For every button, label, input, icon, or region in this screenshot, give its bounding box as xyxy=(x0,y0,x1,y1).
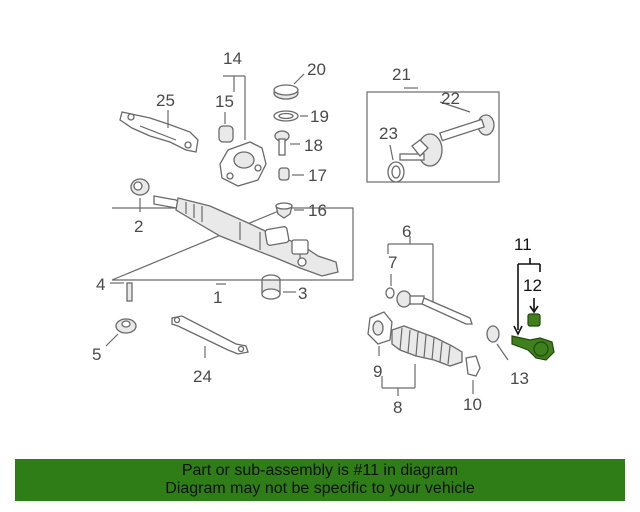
callout-5[interactable]: 5 xyxy=(92,345,101,364)
callout-4[interactable]: 4 xyxy=(96,275,105,294)
callout-11[interactable]: 11 xyxy=(514,235,532,254)
callout-1[interactable]: 1 xyxy=(213,288,222,307)
callout-24[interactable]: 24 xyxy=(193,367,212,386)
callout-13[interactable]: 13 xyxy=(510,369,529,388)
part-19-washer[interactable] xyxy=(273,110,299,122)
leader-11 xyxy=(517,258,541,330)
callout-15[interactable]: 15 xyxy=(215,92,234,111)
part-6-inner-tie-rod[interactable] xyxy=(396,290,473,325)
callout-12[interactable]: 12 xyxy=(523,276,542,295)
leader-22 xyxy=(439,101,471,113)
banner-line-2: Diagram may not be specific to your vehi… xyxy=(165,480,475,497)
callout-9[interactable]: 9 xyxy=(373,362,382,381)
leader-11-arrow xyxy=(513,325,523,336)
callout-25[interactable]: 25 xyxy=(156,91,175,110)
callout-10[interactable]: 10 xyxy=(463,395,482,414)
callout-19[interactable]: 19 xyxy=(310,107,329,126)
part-8-boot[interactable] xyxy=(391,325,463,367)
callout-17[interactable]: 17 xyxy=(308,166,327,185)
part-18-bolt[interactable] xyxy=(274,130,290,156)
callout-18[interactable]: 18 xyxy=(304,136,323,155)
callout-3[interactable]: 3 xyxy=(298,284,307,303)
part-9-clamp[interactable] xyxy=(367,311,393,345)
callout-20[interactable]: 20 xyxy=(307,60,326,79)
part-23-seal-ring[interactable] xyxy=(387,161,405,183)
part-20-cap[interactable] xyxy=(273,84,299,100)
callout-8[interactable]: 8 xyxy=(393,398,402,417)
leader-14 xyxy=(223,75,246,140)
banner-line-1: Part or sub-assembly is #11 in diagram xyxy=(181,462,459,479)
callout-14[interactable]: 14 xyxy=(223,49,242,68)
part-13-jam-nut[interactable] xyxy=(486,325,500,343)
part-22-valve-assembly[interactable] xyxy=(399,114,495,167)
callout-16[interactable]: 16 xyxy=(308,201,327,220)
part-3-bushing[interactable] xyxy=(261,274,281,300)
box-21 xyxy=(366,91,500,183)
info-banner: Part or sub-assembly is #11 in diagram D… xyxy=(15,459,625,501)
callout-21[interactable]: 21 xyxy=(392,65,411,84)
callout-2[interactable]: 2 xyxy=(134,217,143,236)
part-12-castle-nut[interactable] xyxy=(527,313,541,327)
callout-6[interactable]: 6 xyxy=(402,222,411,241)
leader-8 xyxy=(381,364,416,396)
part-14-bracket[interactable] xyxy=(219,141,267,187)
part-2-bushing[interactable] xyxy=(130,178,150,196)
callout-23[interactable]: 23 xyxy=(379,124,398,143)
callout-22[interactable]: 22 xyxy=(441,89,460,108)
part-10-clip[interactable] xyxy=(465,355,481,377)
leader-23 xyxy=(389,144,394,161)
box-1 xyxy=(111,207,354,281)
part-17-bolt[interactable] xyxy=(278,167,290,181)
callout-7[interactable]: 7 xyxy=(388,253,397,272)
leader-5 xyxy=(105,333,119,347)
part-7-lock-washer[interactable] xyxy=(385,287,395,299)
part-4-stud[interactable] xyxy=(126,282,133,302)
part-15-bushing[interactable] xyxy=(218,125,234,143)
leader-20 xyxy=(293,73,305,85)
part-11-outer-tie-rod-end[interactable] xyxy=(511,335,555,361)
part-25-bracket[interactable] xyxy=(119,111,199,153)
part-24-tie-bar[interactable] xyxy=(171,315,249,355)
part-1-steering-rack[interactable] xyxy=(153,195,339,277)
part-5-mount[interactable] xyxy=(115,318,137,334)
part-16-cap[interactable] xyxy=(275,202,293,219)
leader-12 xyxy=(529,298,539,314)
leader-6 xyxy=(387,236,434,306)
leader-13 xyxy=(496,343,509,361)
